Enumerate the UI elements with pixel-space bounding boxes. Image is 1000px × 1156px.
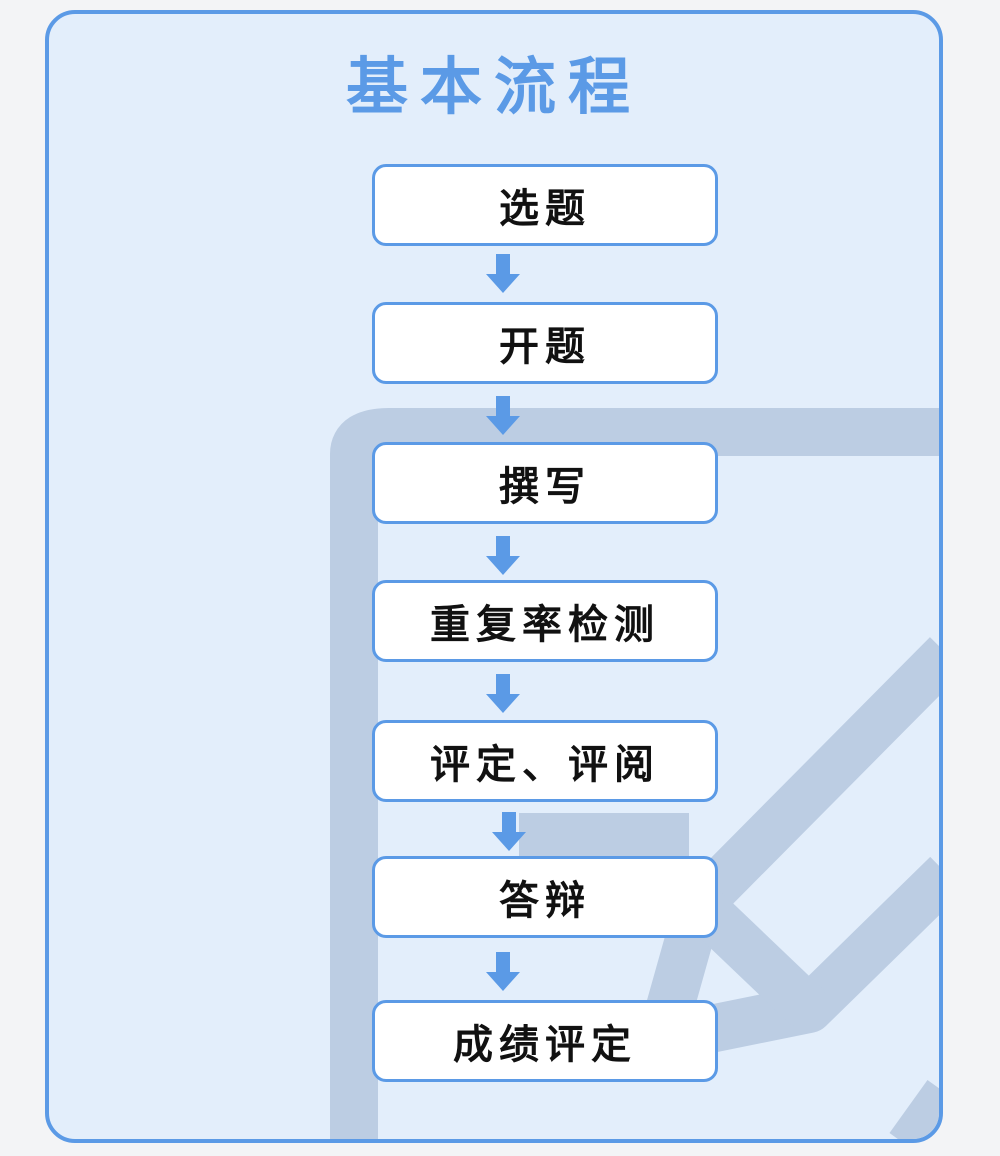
step-final-grading: 成绩评定 <box>372 1000 718 1082</box>
step-plagiarism-check: 重复率检测 <box>372 580 718 662</box>
flowchart-title: 基本流程 <box>345 50 642 123</box>
step-select-topic: 选题 <box>372 164 718 246</box>
flowchart-panel: 基本流程 选题 开题 撰写 重复率检测 评定、评阅 答辩 成绩评定 <box>45 10 943 1143</box>
arrow-down-icon <box>486 952 520 991</box>
step-evaluation-review: 评定、评阅 <box>372 720 718 802</box>
pencil-illustration <box>330 408 939 1139</box>
frame-line <box>330 408 939 1139</box>
step-defense: 答辩 <box>372 856 718 938</box>
pencil-corner <box>889 1080 939 1139</box>
arrow-down-icon <box>486 254 520 293</box>
arrow-down-icon <box>486 536 520 575</box>
step-writing: 撰写 <box>372 442 718 524</box>
arrow-down-icon <box>486 396 520 435</box>
step-proposal: 开题 <box>372 302 718 384</box>
arrow-down-icon <box>492 812 526 851</box>
arrow-down-icon <box>486 674 520 713</box>
